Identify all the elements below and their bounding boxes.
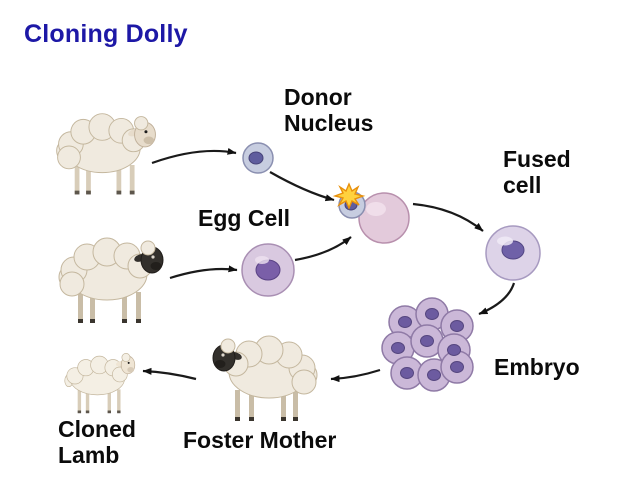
arrow-egg-to-fusion-icon (294, 236, 352, 262)
egg-cell (241, 243, 295, 297)
fused-cell (485, 225, 541, 281)
donor-nucleus-label: Donor Nucleus (284, 84, 374, 137)
arrow-egg-sheep-to-egg-icon (169, 265, 238, 280)
egg-cell-label: Egg Cell (198, 205, 291, 231)
fused-cell-label: Fused cell (503, 146, 571, 199)
cloned-lamb-illustration (64, 353, 136, 414)
arrow-fusion-to-fused-cell-icon (412, 202, 484, 232)
arrow-fused-cell-to-embryo-icon (478, 282, 516, 316)
egg-donor-sheep-illustration (58, 237, 164, 323)
embryo-cell-cluster (381, 297, 474, 392)
fusion-spark-icon (332, 182, 366, 210)
foster-mother-label: Foster Mother (183, 427, 337, 453)
fusion-site (332, 182, 410, 244)
arrow-donor-sheep-to-nucleus-icon (151, 147, 237, 165)
foster-mother-illustration (212, 335, 318, 421)
donor-sheep-illustration (56, 113, 156, 195)
arrow-embryo-to-foster-icon (330, 368, 381, 383)
flow-arrows (142, 147, 516, 383)
page-title: Cloning Dolly (24, 20, 188, 48)
arrow-foster-to-lamb-icon (142, 367, 197, 381)
embryo-label: Embryo (494, 354, 580, 380)
arrow-nucleus-to-fusion-icon (269, 171, 335, 202)
cloned-lamb-label: Cloned Lamb (58, 416, 136, 469)
donor-nucleus-cell (242, 142, 274, 174)
